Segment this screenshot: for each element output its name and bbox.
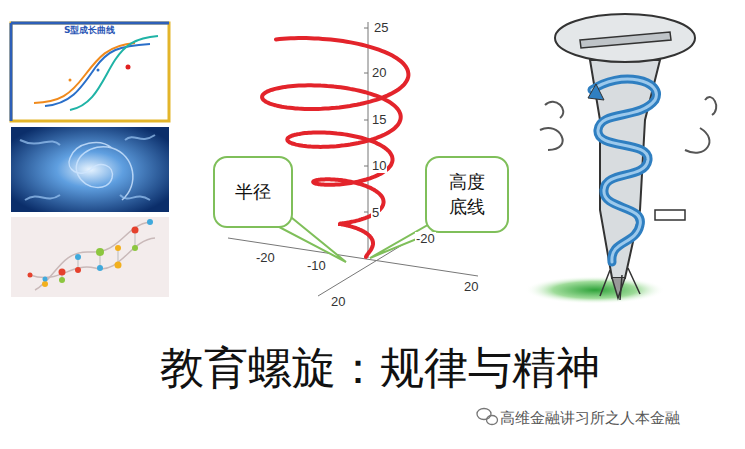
screw-cartoon	[525, 14, 716, 304]
title: 教育螺旋：规律与精神	[160, 342, 600, 395]
s-curve-picture	[11, 23, 169, 121]
axis-tick: 20	[330, 295, 346, 309]
callout-box: 半径	[213, 156, 293, 228]
callout-text: 高度 底线	[445, 170, 488, 219]
dna-picture	[11, 217, 169, 297]
callout-text: 半径	[235, 180, 271, 204]
image-caption: S型成长曲线	[64, 26, 115, 36]
watermark: 高维金融讲习所之人本金融	[500, 409, 680, 427]
callout-box: 高度 底线	[425, 156, 509, 233]
axis-tick: -20	[415, 232, 436, 246]
fractal-picture	[11, 127, 169, 212]
wechat-icon	[477, 409, 498, 425]
axis-tick: 15	[371, 113, 387, 127]
axis-tick: 20	[463, 280, 479, 294]
axis-tick: -10	[306, 259, 327, 273]
axis-tick: -20	[255, 251, 276, 265]
axis-tick: 25	[373, 21, 389, 35]
axis-tick: 20	[371, 66, 387, 80]
axis-tick: 10	[371, 159, 387, 173]
axis-tick: 5	[371, 206, 380, 220]
